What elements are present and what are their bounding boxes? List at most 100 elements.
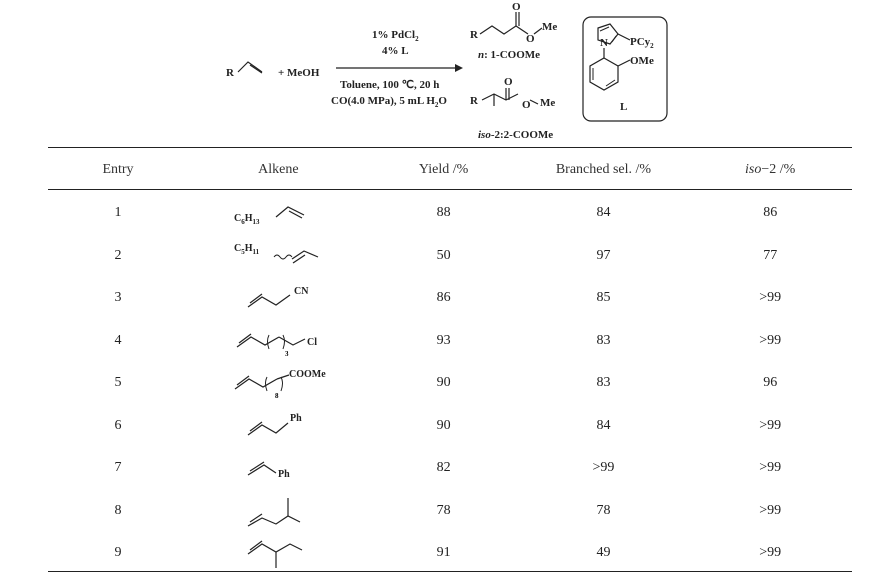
product-branched-label: iso-2:2-COOMe (478, 129, 553, 141)
substrate-r-label: R (226, 67, 235, 79)
alkene-structure-9 (248, 540, 303, 569)
svg-text:PCy2: PCy2 (630, 36, 654, 50)
cell-iso2: >99 (759, 332, 782, 348)
svg-text:C5H11: C5H11 (234, 243, 260, 256)
cell-yield: 91 (436, 545, 451, 561)
header-alkene: Alkene (258, 162, 299, 177)
cell-yield: 93 (436, 332, 451, 348)
cell-yield: 88 (436, 205, 451, 221)
cell-yield: 50 (436, 247, 451, 263)
svg-text:R: R (470, 29, 479, 41)
cell-iso2: >99 (759, 460, 782, 476)
svg-text:O: O (504, 76, 513, 88)
table-bottom-rule (48, 571, 852, 573)
svg-text:Me: Me (542, 21, 557, 33)
alkene-structure-3: CN (248, 286, 310, 308)
cell-iso2: >99 (759, 545, 782, 561)
plus-meoh-label: + MeOH (278, 67, 320, 79)
cell-branched: >99 (592, 460, 615, 476)
cell-alkene: C5H11 (188, 235, 369, 278)
cell-alkene: Ph (188, 405, 369, 448)
table-row: 3 CN 86 85 >99 (48, 277, 852, 320)
cell-branched: 84 (596, 417, 611, 433)
cell-alkene (188, 532, 369, 575)
product-branched-ester: R O O Me (470, 76, 555, 111)
cell-branched: 84 (596, 205, 611, 221)
table-row: 6 Ph 90 84 >99 (48, 405, 852, 448)
cell-iso2: 86 (763, 205, 778, 221)
table-row: 7 Ph 82 >99 >99 (48, 447, 852, 490)
cell-yield: 86 (436, 290, 451, 306)
header-entry: Entry (102, 162, 134, 177)
results-table: Entry Alkene Yield /% Branched sel. /% i… (48, 148, 852, 575)
alkene-structure-4: 3 Cl (237, 333, 318, 358)
svg-text:Cl: Cl (307, 337, 317, 348)
condition-ligand-loading: 4% L (382, 45, 409, 57)
cell-entry: 3 (114, 290, 122, 306)
cell-entry: 2 (114, 247, 122, 263)
cell-branched: 78 (596, 502, 611, 518)
svg-text:N: N (600, 37, 608, 49)
cell-branched: 97 (596, 247, 611, 263)
cell-alkene: CN (188, 277, 369, 320)
svg-text:OMe: OMe (630, 55, 654, 67)
cell-alkene: 3 Cl (188, 320, 369, 363)
alkene-structure-5: 8 COOMe (235, 369, 327, 400)
cell-alkene: 8 COOMe (188, 362, 369, 405)
cell-entry: 7 (114, 460, 122, 476)
svg-text:CN: CN (294, 286, 309, 297)
cell-branched: 83 (596, 375, 611, 391)
cell-iso2: >99 (759, 417, 782, 433)
cell-branched: 85 (596, 290, 611, 306)
svg-text:Ph: Ph (278, 469, 290, 480)
cell-entry: 4 (114, 332, 122, 348)
cell-entry: 9 (114, 545, 122, 561)
table-top-rule (48, 147, 852, 149)
cell-alkene: Ph (188, 447, 369, 490)
alkene-structure-1: C6H13 (234, 206, 305, 226)
svg-text:Me: Me (540, 97, 555, 109)
table-row: 8 78 78 >99 (48, 490, 852, 533)
table-header-rule (48, 189, 852, 190)
svg-text:C6H13: C6H13 (234, 213, 260, 226)
svg-text:8: 8 (275, 392, 279, 400)
ligand-box (582, 16, 668, 122)
alkene-structure-2: C5H11 (234, 243, 319, 264)
table-row: 2 C5H11 50 97 77 (48, 235, 852, 278)
reaction-scheme: R + MeOH 1% PdCl2 4% L Toluene, 100 ℃, 2… (0, 0, 890, 148)
condition-pdcl2: 1% PdCl2 (372, 29, 419, 43)
svg-text:3: 3 (285, 350, 289, 358)
cell-yield: 90 (436, 417, 451, 433)
svg-text:COOMe: COOMe (289, 369, 326, 380)
product-linear-ester: R O O Me (470, 1, 557, 45)
cell-alkene (188, 490, 369, 533)
svg-text:Ph: Ph (290, 413, 302, 424)
table-row: 5 8 COOMe 90 83 96 (48, 362, 852, 405)
cell-branched: 83 (596, 332, 611, 348)
alkene-structure-7: Ph (248, 461, 290, 480)
cell-entry: 6 (114, 417, 122, 433)
condition-co-water: CO(4.0 MPa), 5 mL H2O (331, 95, 447, 109)
reaction-scheme-drawing: R + MeOH 1% PdCl2 4% L Toluene, 100 ℃, 2… (226, 1, 668, 141)
reaction-arrow-head (455, 64, 463, 72)
header-branched-selectivity: Branched sel. /% (555, 162, 652, 177)
cell-iso2: >99 (759, 502, 782, 518)
cell-iso2: 96 (763, 375, 778, 391)
svg-text:O: O (522, 99, 531, 111)
cell-yield: 82 (436, 460, 451, 476)
condition-solvent-temp: Toluene, 100 ℃, 20 h (340, 79, 439, 91)
alkene-structure-6: Ph (248, 413, 302, 436)
cell-entry: 1 (114, 205, 122, 221)
alkene-structure-8 (248, 497, 301, 527)
cell-yield: 90 (436, 375, 451, 391)
table-row: 4 3 Cl 93 83 >99 (48, 320, 852, 363)
table-row: 1 C6H13 88 84 86 (48, 192, 852, 235)
svg-text:O: O (512, 1, 521, 13)
cell-entry: 8 (114, 502, 122, 518)
header-yield: Yield /% (418, 162, 469, 177)
table-row: 9 91 49 >99 (48, 532, 852, 575)
cell-entry: 5 (114, 375, 122, 391)
cell-alkene: C6H13 (188, 192, 369, 235)
ligand-structure: N PCy2 OMe L (582, 16, 668, 122)
svg-text:L: L (620, 101, 627, 113)
